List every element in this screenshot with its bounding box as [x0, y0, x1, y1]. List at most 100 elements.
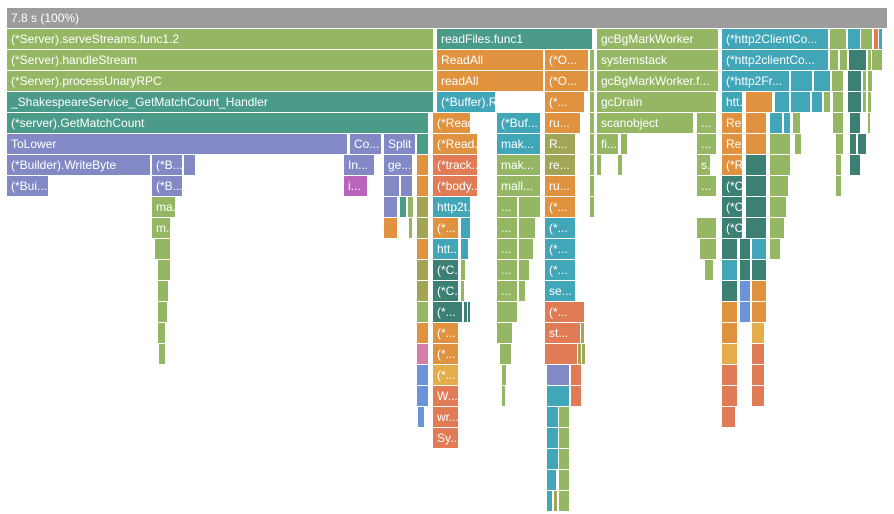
- flame-cell[interactable]: (*...: [433, 323, 458, 343]
- flame-cell[interactable]: http2t...: [433, 197, 470, 217]
- flame-cell[interactable]: [784, 113, 790, 133]
- flame-cell[interactable]: [417, 344, 428, 364]
- flame-cell[interactable]: ...: [497, 260, 517, 280]
- flame-cell[interactable]: [752, 323, 764, 343]
- flame-cell[interactable]: [700, 239, 716, 259]
- flame-cell[interactable]: [770, 176, 788, 196]
- flame-cell[interactable]: [752, 302, 766, 322]
- flame-cell[interactable]: (*Read...: [433, 113, 470, 133]
- flame-cell[interactable]: re...: [545, 155, 575, 175]
- flame-cell[interactable]: [868, 92, 871, 112]
- flame-cell[interactable]: (*http2Fr...: [722, 71, 789, 91]
- flame-cell[interactable]: [722, 260, 737, 280]
- flame-cell[interactable]: [597, 155, 601, 175]
- flame-cell[interactable]: ...: [497, 239, 517, 259]
- flame-cell[interactable]: [417, 281, 428, 301]
- flame-cell[interactable]: [770, 134, 790, 154]
- flame-cell[interactable]: [578, 344, 581, 364]
- flame-cell[interactable]: ru...: [545, 176, 575, 196]
- flame-cell[interactable]: (*B...: [152, 176, 182, 196]
- flame-cell[interactable]: [770, 239, 780, 259]
- flame-cell[interactable]: [547, 470, 556, 490]
- flame-cell[interactable]: [497, 302, 517, 322]
- flame-cell[interactable]: [775, 92, 789, 112]
- flame-cell[interactable]: fi...: [597, 134, 618, 154]
- flame-cell[interactable]: [158, 323, 165, 343]
- flame-cell[interactable]: [502, 365, 506, 385]
- flame-cell[interactable]: [722, 281, 737, 301]
- flame-cell[interactable]: ma...: [152, 197, 175, 217]
- flame-cell[interactable]: [722, 407, 735, 427]
- flame-cell[interactable]: (*track...: [433, 155, 477, 175]
- flame-cell[interactable]: [770, 155, 790, 175]
- flame-cell[interactable]: [833, 113, 843, 133]
- flame-cell[interactable]: [848, 29, 860, 49]
- flame-cell[interactable]: [752, 344, 764, 364]
- flame-cell[interactable]: [824, 92, 830, 112]
- flame-cell[interactable]: (*...: [545, 260, 575, 280]
- flame-cell[interactable]: [746, 113, 766, 133]
- flame-cell[interactable]: (*server).GetMatchCount: [7, 113, 428, 133]
- flame-cell[interactable]: [705, 260, 713, 280]
- flame-cell[interactable]: [554, 491, 557, 511]
- flame-cell[interactable]: ...: [497, 281, 517, 301]
- flame-cell[interactable]: [830, 29, 846, 49]
- flame-cell[interactable]: [384, 176, 399, 196]
- flame-cell[interactable]: (*...: [433, 365, 458, 385]
- flame-cell[interactable]: ru...: [545, 113, 580, 133]
- flame-cell[interactable]: [401, 176, 412, 196]
- flame-cell[interactable]: [545, 344, 577, 364]
- flame-cell[interactable]: (*...: [545, 92, 584, 112]
- flame-cell[interactable]: [746, 92, 772, 112]
- flame-cell[interactable]: (*C...: [433, 281, 458, 301]
- flame-cell[interactable]: htt...: [433, 239, 458, 259]
- flame-cell[interactable]: [832, 71, 843, 91]
- flame-cell[interactable]: (*Server).processUnaryRPC: [7, 71, 433, 91]
- flame-cell[interactable]: [740, 281, 750, 301]
- flame-cell[interactable]: (*B...: [152, 155, 182, 175]
- flame-cell[interactable]: [752, 281, 766, 301]
- flame-cell[interactable]: [590, 71, 594, 91]
- flame-cell[interactable]: [468, 302, 470, 322]
- flame-cell[interactable]: readAll: [437, 71, 543, 91]
- flame-cell[interactable]: ge...: [384, 155, 412, 175]
- flame-cell[interactable]: [559, 491, 569, 511]
- flame-cell[interactable]: ToLower: [7, 134, 347, 154]
- flame-cell[interactable]: [722, 239, 737, 259]
- flame-cell[interactable]: ...: [697, 176, 716, 196]
- flame-cell[interactable]: [849, 50, 866, 70]
- flame-cell[interactable]: [547, 491, 552, 511]
- flame-cell[interactable]: [559, 449, 569, 469]
- flame-cell[interactable]: [559, 470, 569, 490]
- flame-cell[interactable]: (*http2ClientCo...: [722, 29, 828, 49]
- flame-cell[interactable]: [417, 302, 428, 322]
- flame-cell[interactable]: [417, 155, 428, 175]
- flame-cell[interactable]: readFiles.func1: [437, 29, 592, 49]
- flame-cell[interactable]: [581, 323, 584, 343]
- flame-cell[interactable]: Re...: [722, 134, 742, 154]
- flame-cell[interactable]: [417, 134, 428, 154]
- flame-cell[interactable]: [461, 260, 465, 280]
- flame-cell[interactable]: [547, 407, 558, 427]
- flame-cell[interactable]: W...: [433, 386, 458, 406]
- flame-cell[interactable]: i...: [344, 176, 367, 196]
- flame-cell[interactable]: [590, 155, 594, 175]
- flame-cell[interactable]: [746, 176, 766, 196]
- flame-cell[interactable]: [848, 92, 861, 112]
- flame-cell[interactable]: systemstack: [597, 50, 718, 70]
- flame-cell[interactable]: [752, 239, 766, 259]
- flame-cell[interactable]: [868, 113, 870, 133]
- flame-cell[interactable]: [770, 218, 784, 238]
- flame-cell[interactable]: [746, 134, 766, 154]
- flame-cell[interactable]: mall...: [497, 176, 540, 196]
- flame-cell[interactable]: [830, 50, 838, 70]
- flame-cell[interactable]: [590, 113, 594, 133]
- flame-cell[interactable]: [814, 71, 830, 91]
- flame-cell[interactable]: [158, 260, 170, 280]
- flame-cell[interactable]: [590, 134, 594, 154]
- flame-cell[interactable]: [795, 134, 801, 154]
- flame-cell[interactable]: [872, 50, 882, 70]
- flame-cell[interactable]: [500, 344, 511, 364]
- flame-cell[interactable]: [812, 92, 822, 112]
- flame-cell[interactable]: [770, 113, 782, 133]
